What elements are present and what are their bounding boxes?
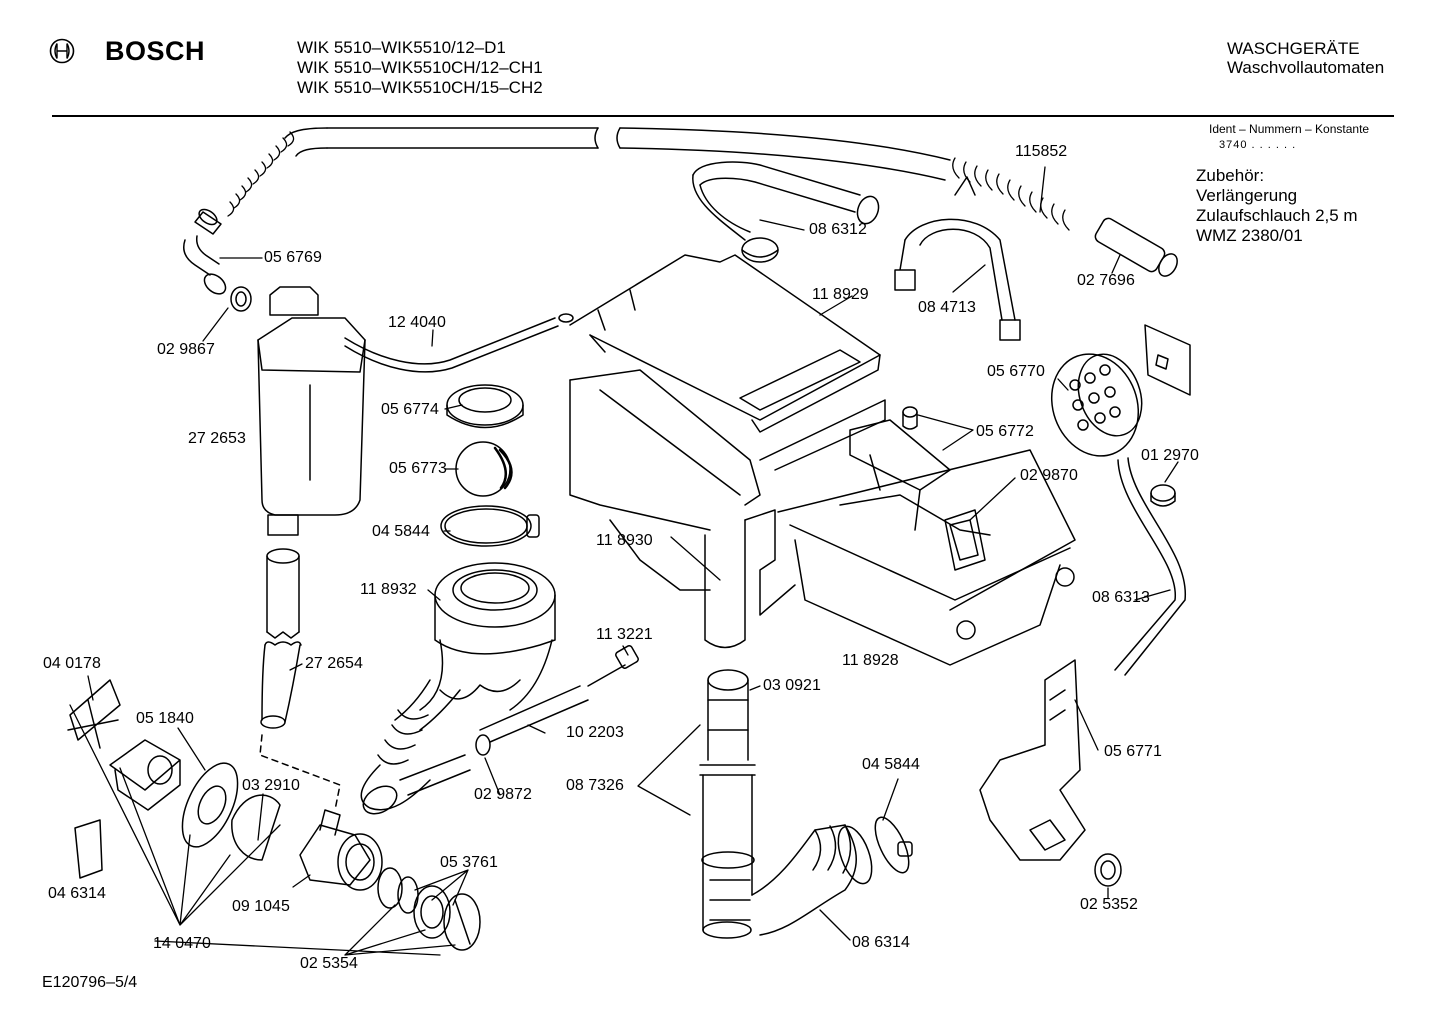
model-line-3: WIK 5510–WIK5510CH/15–CH2 [297, 78, 543, 97]
accessory-line: Verlängerung [1196, 186, 1298, 205]
part-label-056773: 05 6773 [389, 460, 447, 477]
part-label-056769: 05 6769 [264, 249, 322, 266]
bosch-logo-icon [49, 38, 75, 64]
category-title: WASCHGERÄTE [1227, 39, 1360, 58]
part-label-056774: 05 6774 [381, 401, 439, 418]
part-label-027696: 02 7696 [1077, 272, 1135, 289]
inlet-hose-spiral-right [953, 158, 1069, 230]
part-label-025354: 02 5354 [300, 955, 358, 972]
part-label-086314: 08 6314 [852, 934, 910, 951]
part-label-030921: 03 0921 [763, 677, 821, 694]
level-chamber-drawing [258, 287, 573, 535]
part-label-272654: 27 2654 [305, 655, 363, 672]
drawing-code: E120796–5/4 [42, 974, 138, 991]
part-label-102203: 10 2203 [566, 724, 624, 741]
accessory-line: WMZ 2380/01 [1196, 226, 1303, 245]
part-label-029867: 02 9867 [157, 341, 215, 358]
part-label-025352: 02 5352 [1080, 896, 1138, 913]
leader-lines [70, 167, 1178, 955]
part-label-012970: 01 2970 [1141, 447, 1199, 464]
part-label-272653: 27 2653 [188, 430, 246, 447]
pressure-switch-drawing [1038, 325, 1190, 468]
part-label-029872: 02 9872 [474, 786, 532, 803]
part-label-113221: 11 3221 [596, 626, 653, 643]
rear-bracket-drawing [980, 660, 1121, 886]
part-label-040178: 04 0178 [43, 655, 101, 672]
drain-hose-drawing [700, 670, 916, 938]
inlet-hose-spiral-left [228, 132, 294, 216]
brand-name: BOSCH [105, 36, 206, 66]
accessory-line: Zulaufschlauch 2,5 m [1196, 206, 1358, 225]
inlet-elbow-drawing [184, 236, 251, 311]
part-label-086312: 08 6312 [809, 221, 867, 238]
part-label-115852: 115852 [1015, 143, 1068, 160]
part-label-045844-bottom: 04 5844 [862, 756, 920, 773]
accessory-line: Zubehör: [1196, 166, 1265, 185]
part-label-118930: 11 8930 [596, 532, 653, 549]
detergent-dispenser-drawing [570, 255, 1075, 665]
part-label-051840: 05 1840 [136, 710, 194, 727]
part-label-053761: 05 3761 [440, 854, 498, 871]
model-line-2: WIK 5510–WIK5510CH/12–CH1 [297, 58, 543, 77]
sump-seals-drawing [441, 385, 539, 546]
part-label-091045: 09 1045 [232, 898, 290, 915]
ident-value: 3740 . . . . . . [1219, 139, 1297, 151]
part-label-140470: 14 0470 [153, 935, 211, 952]
accessory-note: Zubehör: Verlängerung Zulaufschlauch 2,5… [1196, 166, 1358, 246]
part-label-046314: 04 6314 [48, 885, 106, 902]
part-label-118929: 11 8929 [812, 286, 869, 303]
inlet-hose-drawing [195, 128, 1181, 279]
inlet-hose-nut [195, 212, 221, 234]
drain-sump-bellows [378, 680, 460, 764]
model-line-1: WIK 5510–WIK5510/12–D1 [297, 38, 506, 57]
part-label-087326: 08 7326 [566, 777, 624, 794]
part-label-124040: 12 4040 [388, 314, 446, 331]
part-label-084713: 08 4713 [918, 299, 976, 316]
drain-sump-drawing [358, 563, 639, 819]
part-label-056771: 05 6771 [1104, 743, 1162, 760]
part-label-029870: 02 9870 [1020, 467, 1078, 484]
part-label-056770: 05 6770 [987, 363, 1045, 380]
vent-tube-drawing [693, 162, 882, 262]
part-label-056772: 05 6772 [976, 423, 1034, 440]
drain-pump-drawing [68, 680, 480, 950]
part-label-032910: 03 2910 [242, 777, 300, 794]
part-label-045844-top: 04 5844 [372, 523, 430, 540]
ident-title: Ident – Nummern – Konstante [1209, 122, 1370, 136]
part-label-086313: 08 6313 [1092, 589, 1150, 606]
hose-sleeve-027696 [1093, 216, 1167, 274]
part-label-118928: 11 8928 [842, 652, 899, 669]
hose-bracket-drawing [895, 177, 1020, 340]
part-label-118932: 11 8932 [360, 581, 417, 598]
subcategory-title: Waschvollautomaten [1227, 58, 1385, 77]
connecting-hose-drawing [260, 549, 340, 810]
small-tube-drawing [1115, 458, 1185, 675]
header-divider [52, 115, 1394, 117]
